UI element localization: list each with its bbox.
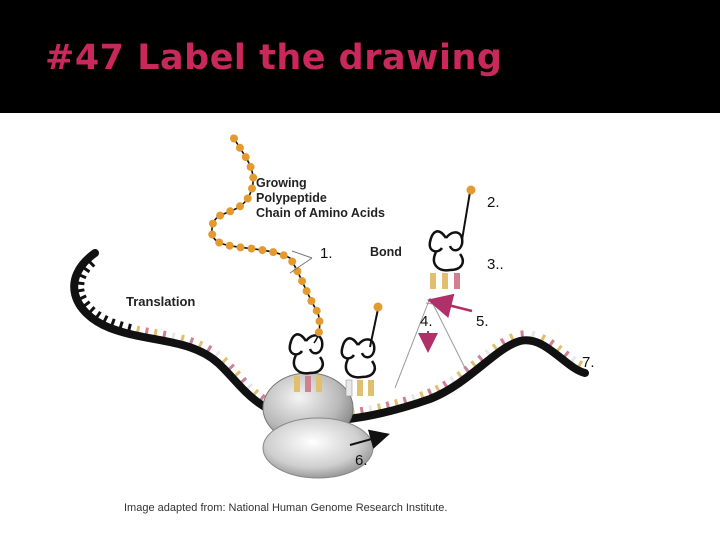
amino-acid-bead [235, 143, 244, 152]
amino-acid-bead [258, 246, 267, 255]
amino-acid-bead [225, 241, 234, 250]
growing-line-1: Growing [256, 176, 307, 190]
amino-acid-chain [208, 134, 324, 337]
amino-acid-bead [314, 328, 323, 337]
amino-acid-bead [246, 162, 255, 171]
amino-acid-bead [208, 230, 217, 239]
amino-acid-bead [315, 317, 324, 326]
growing-label: Growing Polypeptide Chain of Amino Acids [256, 176, 385, 220]
blank-1: 1. [320, 245, 333, 262]
amino-acid-bead [230, 134, 238, 143]
trna-3 [428, 185, 476, 289]
blank-2: 2. [487, 194, 500, 211]
direction-arrow [349, 429, 390, 449]
growing-line-3: Chain of Amino Acids [256, 206, 385, 220]
translation-label: Translation [126, 294, 195, 309]
amino-acid-bead [215, 238, 224, 247]
label-arrow-4-5 [427, 293, 473, 318]
blank-4: 4. [420, 313, 433, 330]
amino-acid-bead [249, 173, 258, 182]
amino-acid-bead [236, 243, 245, 252]
amino-acid-bead [241, 153, 250, 162]
amino-acid-bead [298, 277, 307, 286]
amino-acid-bead [302, 287, 311, 296]
translation-diagram: Growing Polypeptide Chain of Amino Acids… [70, 134, 595, 514]
amino-acid-bead [288, 257, 297, 266]
bond-label: Bond [370, 245, 402, 259]
blank-3: 3.. [487, 256, 504, 273]
blank-5: 5. [476, 313, 489, 330]
title-bar: #47 Label the drawing [0, 0, 720, 113]
blank-labels: 1. 2. 3.. 4. 5. 6. 7. [320, 194, 595, 469]
amino-acid-bead [247, 244, 256, 253]
amino-acid-bead [269, 248, 278, 257]
polypeptide-backbone [211, 134, 321, 344]
label-pointers [289, 250, 313, 274]
amino-acid-bead [243, 194, 252, 203]
amino-acid-bead [236, 202, 244, 211]
amino-acid-bead [208, 219, 217, 228]
amino-acid-bead [307, 297, 316, 305]
amino-acid-bead [248, 184, 256, 193]
blank-6: 6. [355, 452, 368, 469]
trna-1 [288, 333, 324, 392]
amino-acid-bead [279, 251, 288, 260]
blank-7: 7. [582, 354, 595, 371]
slide-title: #47 Label the drawing [45, 38, 503, 78]
amino-acid-bead [226, 207, 235, 216]
amino-acid-bead [312, 306, 321, 315]
image-credit: Image adapted from: National Human Genom… [124, 502, 447, 514]
amino-acid-bead [216, 211, 225, 220]
ribosome [262, 372, 374, 479]
trna-2 [340, 302, 383, 397]
growing-line-2: Polypeptide [256, 191, 327, 205]
guide-lines [394, 297, 466, 389]
